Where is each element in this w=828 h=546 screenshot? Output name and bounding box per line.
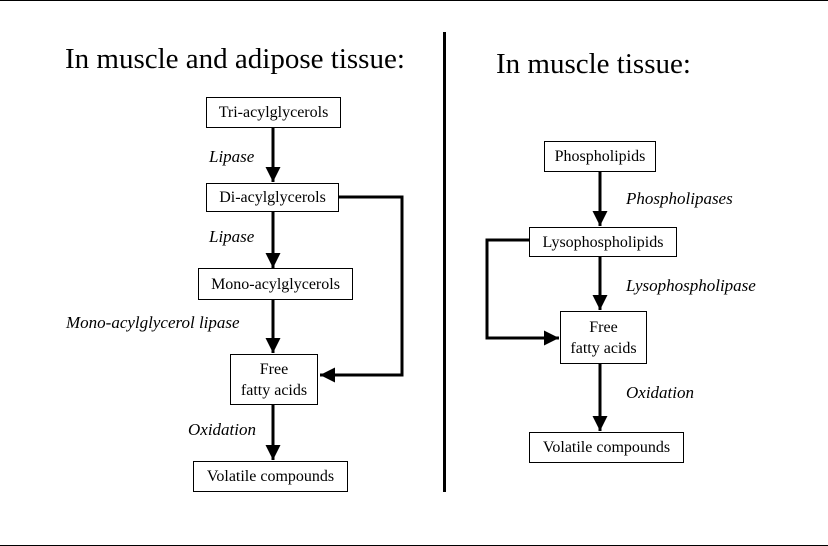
node-mono-label: Mono-acylglycerols bbox=[211, 274, 340, 295]
node-free-fatty-acids-right: Free fatty acids bbox=[560, 311, 647, 364]
node-tri-acylglycerols: Tri-acylglycerols bbox=[206, 97, 341, 128]
node-ffa-left-line2: fatty acids bbox=[241, 380, 307, 401]
node-di-acylglycerols: Di-acylglycerols bbox=[206, 183, 339, 212]
node-volatile-right-label: Volatile compounds bbox=[543, 437, 670, 458]
edge-label-phospholipases: Phospholipases bbox=[626, 190, 733, 207]
node-free-fatty-acids-left: Free fatty acids bbox=[230, 354, 318, 405]
node-tri-label: Tri-acylglycerols bbox=[219, 102, 329, 123]
right-heading: In muscle tissue: bbox=[496, 50, 691, 79]
left-heading: In muscle and adipose tissue: bbox=[65, 45, 405, 74]
node-lyso-label: Lysophospholipids bbox=[543, 232, 664, 253]
node-ffa-right-line1: Free bbox=[589, 317, 617, 338]
node-mono-acylglycerols: Mono-acylglycerols bbox=[198, 268, 353, 300]
node-ffa-left-line1: Free bbox=[260, 359, 288, 380]
edge-label-oxidation-left: Oxidation bbox=[188, 421, 256, 438]
node-phospholipids-label: Phospholipids bbox=[555, 146, 646, 167]
edge-label-oxidation-right: Oxidation bbox=[626, 384, 694, 401]
edge-label-lipase-1: Lipase bbox=[209, 148, 254, 165]
node-lysophospholipids: Lysophospholipids bbox=[529, 227, 677, 257]
edge-label-lysophospholipase: Lysophospholipase bbox=[626, 277, 756, 294]
node-ffa-right-line2: fatty acids bbox=[570, 338, 636, 359]
node-volatile-compounds-right: Volatile compounds bbox=[529, 432, 684, 463]
edge-label-mono-acylglycerol-lipase: Mono-acylglycerol lipase bbox=[66, 314, 240, 331]
node-volatile-compounds-left: Volatile compounds bbox=[193, 461, 348, 492]
node-di-label: Di-acylglycerols bbox=[219, 187, 326, 208]
node-phospholipids: Phospholipids bbox=[544, 141, 656, 172]
node-volatile-left-label: Volatile compounds bbox=[207, 466, 334, 487]
edge-label-lipase-2: Lipase bbox=[209, 228, 254, 245]
